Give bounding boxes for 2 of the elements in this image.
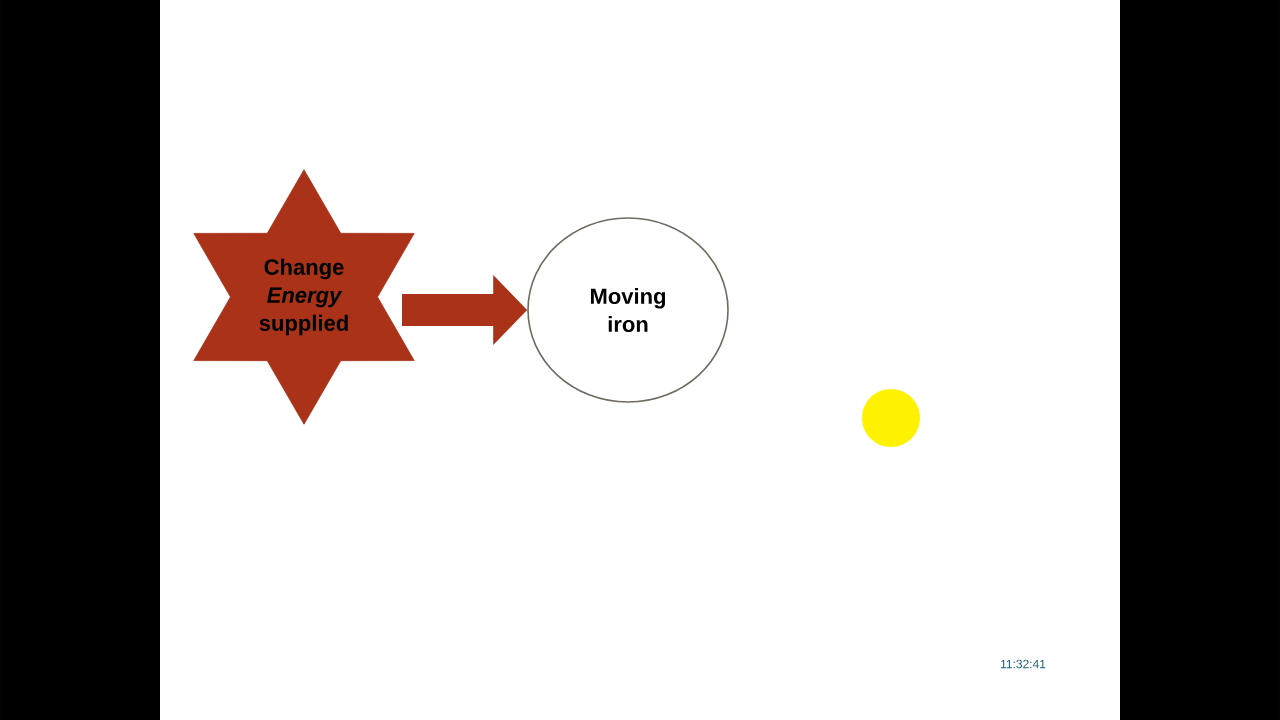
circle-node: Moving iron [527,217,729,403]
timestamp: 11:32:41 [1001,659,1046,669]
